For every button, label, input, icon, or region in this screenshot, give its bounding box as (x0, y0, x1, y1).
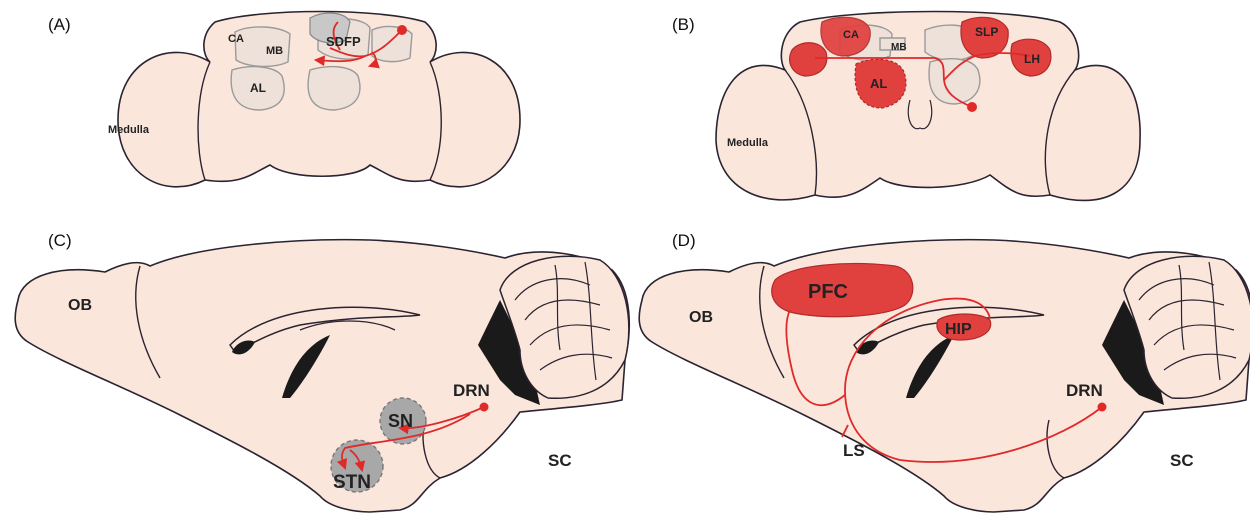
region-left-lateral-b (790, 43, 827, 76)
label-ca-a: CA (228, 33, 244, 45)
antennal-lobe-right-a (308, 67, 360, 110)
panel-c-label: (C) (48, 231, 72, 250)
label-hip-d: HIP (945, 321, 972, 338)
label-drn-c: DRN (453, 381, 490, 400)
panel-d-label: (D) (672, 231, 696, 250)
label-mb-b: MB (891, 42, 907, 53)
label-al-a: AL (250, 81, 266, 95)
label-sdfp-a: SDFP (326, 34, 361, 49)
label-medulla-a: Medulla (108, 124, 150, 136)
label-medulla-b: Medulla (727, 137, 769, 149)
label-ob-d: OB (689, 309, 713, 326)
panel-b: (B) CA MB SLP LH AL Medulla (672, 12, 1140, 201)
label-drn-d: DRN (1066, 381, 1103, 400)
label-pfc-d: PFC (808, 281, 848, 303)
label-sc-c: SC (548, 451, 572, 470)
panel-a: (A) CA MB SDFP AL Medulla (48, 12, 520, 187)
label-slp-b: SLP (975, 25, 998, 39)
label-stn-c: STN (333, 472, 371, 493)
panel-c: (C) OB DRN SN STN SC (15, 231, 629, 512)
panel-a-label: (A) (48, 15, 71, 34)
panel-b-label: (B) (672, 15, 695, 34)
label-mb-a: MB (266, 45, 283, 57)
label-ob-c: OB (68, 297, 92, 314)
label-ls-d: LS (843, 441, 865, 460)
panel-d: (D) OB PFC HIP DRN LS SC (639, 231, 1250, 512)
label-sn-c: SN (388, 411, 413, 431)
label-ca-b: CA (843, 29, 859, 41)
label-sc-d: SC (1170, 451, 1194, 470)
label-al-b: AL (870, 76, 887, 91)
label-lh-b: LH (1024, 52, 1040, 66)
